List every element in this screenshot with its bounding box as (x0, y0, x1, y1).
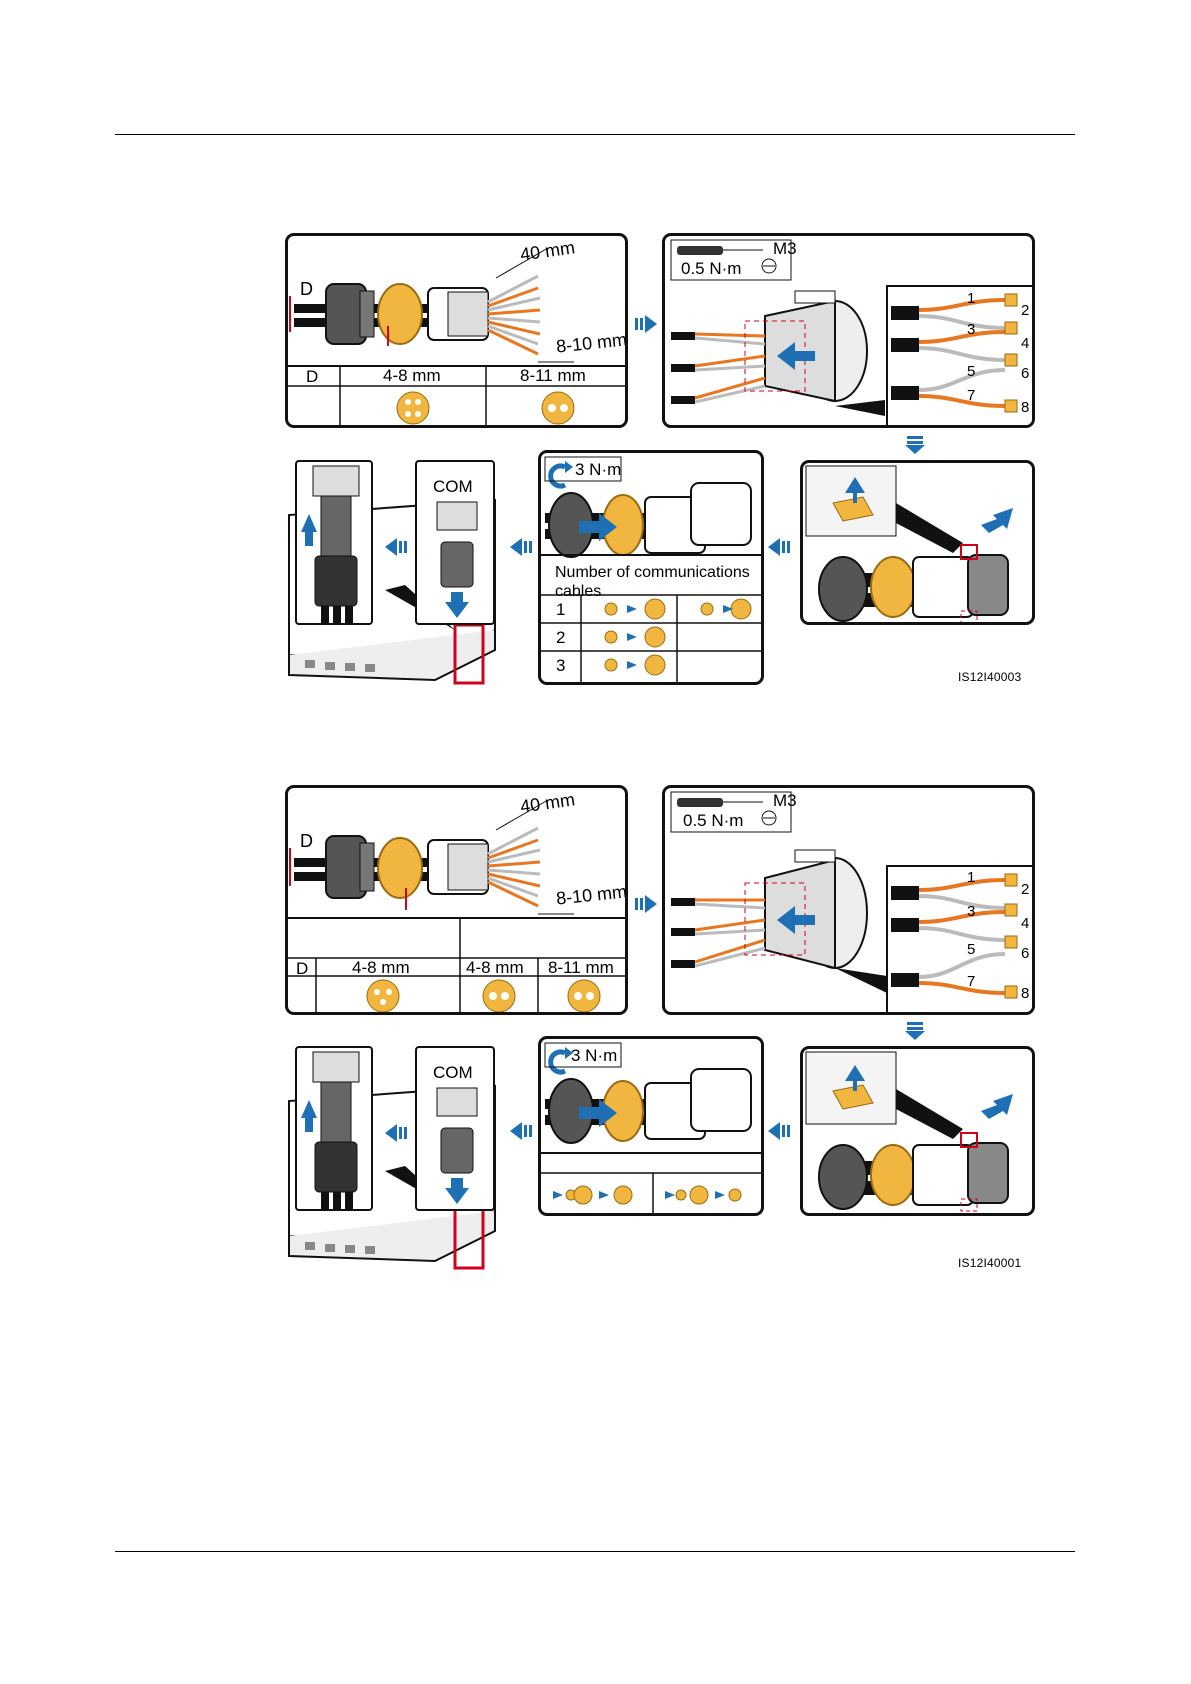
row-3: 3 (556, 657, 565, 674)
pin-2: 2 (1021, 303, 1029, 318)
pin-5: 5 (967, 364, 975, 379)
header-rule (115, 134, 1075, 135)
tighten-torque-label: 3 N·m (571, 1047, 617, 1064)
com-port-label: COM (433, 478, 473, 495)
step-arrow-left-icon (385, 538, 407, 556)
fig1-panel-tighten: 3 N·m Number of communications cables 1 … (538, 450, 764, 685)
snap-in-illustration (803, 463, 1035, 625)
step-arrow-right-icon (635, 315, 657, 333)
fig1-inset-connector (295, 460, 373, 625)
figure-code: IS12I40001 (958, 1256, 1021, 1270)
pin-3: 3 (967, 904, 975, 919)
step-arrow-down-icon (905, 436, 925, 454)
snap-in-illustration (803, 1049, 1035, 1216)
fig1-panel-snap-in (800, 460, 1035, 625)
step-arrow-left-icon (510, 1122, 532, 1140)
step-arrow-left-icon (510, 538, 532, 556)
table-header-8-11: 8-11 mm (520, 367, 586, 384)
pin-8: 8 (1021, 986, 1029, 1001)
row-2: 2 (556, 629, 565, 646)
figure-code: IS12I40003 (958, 670, 1021, 684)
pin-8: 8 (1021, 400, 1029, 415)
step-arrow-left-icon (768, 538, 790, 556)
torque-label: 0.5 N·m (683, 812, 743, 829)
pin-4: 4 (1021, 916, 1029, 931)
row-1: 1 (556, 601, 565, 618)
fig2-inset-connector (295, 1046, 373, 1211)
fig2-inset-com: COM (415, 1046, 495, 1211)
step-arrow-right-icon (635, 895, 657, 913)
fig1-inverter-area: COM (285, 460, 500, 685)
fig1-panel-wiring: M3 0.5 N·m 1 2 3 4 5 6 7 8 (662, 233, 1035, 428)
connector-insert-illustration (297, 462, 373, 625)
tool-size-label: M3 (773, 792, 797, 809)
com-port-label: COM (433, 1064, 473, 1081)
pin-1: 1 (967, 870, 975, 885)
fig2-inverter-area: COM (285, 1046, 500, 1271)
diameter-label: D (300, 832, 313, 850)
pin-3: 3 (967, 322, 975, 337)
pin-6: 6 (1021, 946, 1029, 961)
pin-6: 6 (1021, 366, 1029, 381)
pin-2: 2 (1021, 882, 1029, 897)
table-header-4-8-b: 4-8 mm (466, 959, 524, 976)
step-arrow-down-icon (905, 1022, 925, 1040)
fig2-panel-snap-in (800, 1046, 1035, 1216)
step-arrow-left-icon (385, 1124, 407, 1142)
footer-rule (115, 1551, 1075, 1552)
cable-table-title: Number of communications cables (555, 563, 755, 601)
step-arrow-left-icon (768, 1122, 790, 1140)
fig2-panel-strip-cable: 40 mm D 8-10 mm D 4-8 mm 4-8 mm 8-11 mm (285, 785, 628, 1015)
pin-5: 5 (967, 942, 975, 957)
fig1-panel-strip-cable: 40 mm D 8-10 mm D 4-8 mm 8-11 mm (285, 233, 628, 428)
fig1-inset-com: COM (415, 460, 495, 625)
pin-7: 7 (967, 388, 975, 403)
tighten-torque-label: 3 N·m (575, 461, 621, 478)
fig2-panel-wiring: M3 0.5 N·m 1 2 3 4 5 6 7 8 (662, 785, 1035, 1015)
table-header-8-11: 8-11 mm (548, 959, 614, 976)
fig2-panel-tighten: 3 N·m (538, 1036, 764, 1216)
diameter-label: D (300, 280, 313, 298)
pin-7: 7 (967, 974, 975, 989)
pin-1: 1 (967, 291, 975, 306)
table-header-4-8: 4-8 mm (383, 367, 441, 384)
cable-strip-illustration (288, 236, 628, 428)
tool-size-label: M3 (773, 240, 797, 257)
table-header-d: D (306, 368, 318, 385)
connector-insert-illustration (297, 1048, 373, 1211)
table-header-d: D (296, 960, 308, 977)
pin-4: 4 (1021, 336, 1029, 351)
table-header-4-8-a: 4-8 mm (352, 959, 410, 976)
torque-label: 0.5 N·m (681, 260, 741, 277)
tighten-illustration (541, 1039, 764, 1216)
